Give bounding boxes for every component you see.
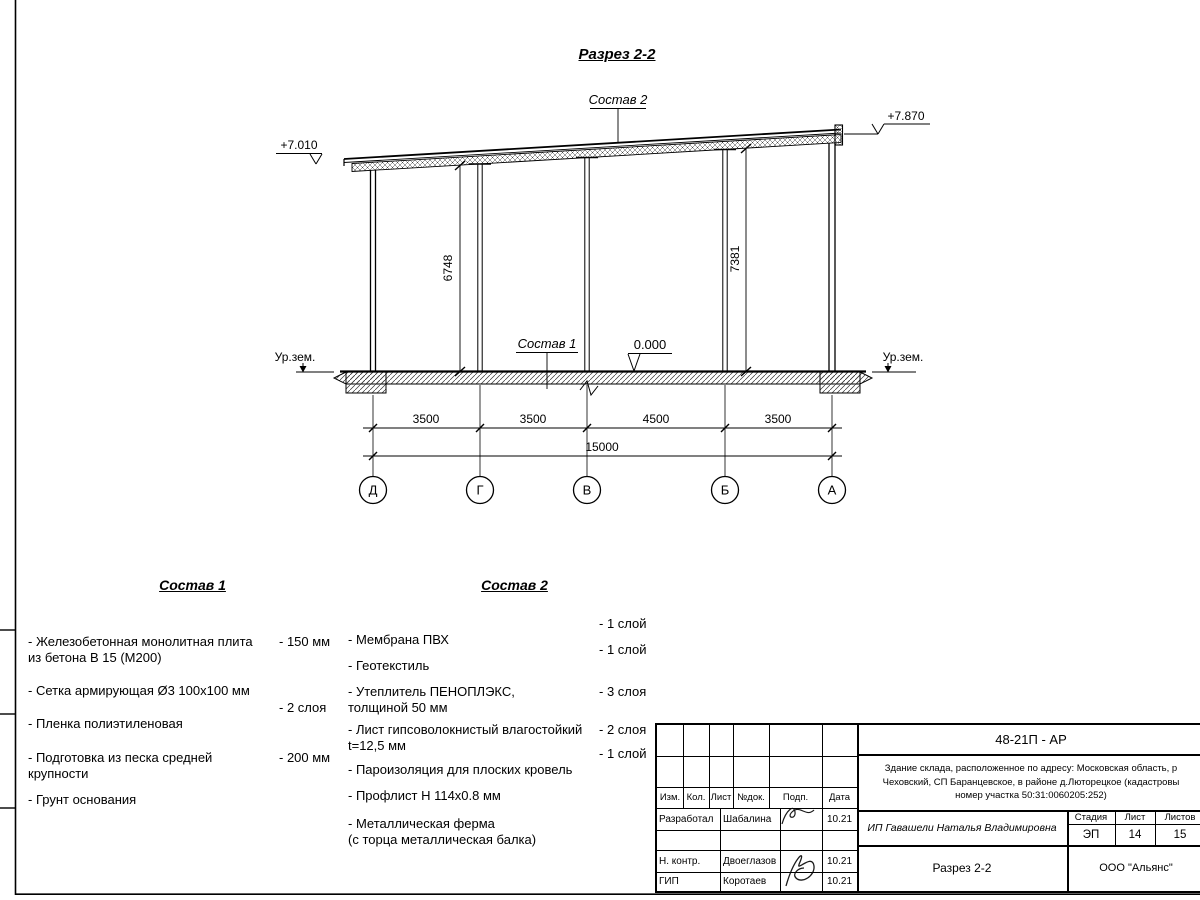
- list-item: - Подготовка из песка средней крупности …: [28, 734, 358, 798]
- dim-span-3: 4500: [643, 412, 670, 426]
- list-item-text: - Пленка полиэтиленовая: [28, 716, 183, 731]
- dim-height-left: 6748: [441, 254, 455, 281]
- ground-level-marks: Ур.зем. Ур.зем.: [275, 350, 924, 373]
- list-item-value: - 3 слоя: [599, 684, 647, 699]
- stage-label: Стадия: [1074, 811, 1108, 823]
- dim-span-4: 3500: [765, 412, 792, 426]
- dim-height-right: 7381: [728, 245, 742, 272]
- list-item-text: - Мембрана ПВХ: [348, 632, 449, 647]
- row-role: Н. контр.: [659, 855, 701, 867]
- description-line: Здание склада, расположенное по адресу: …: [884, 763, 1178, 775]
- col-ndok: №док.: [737, 792, 765, 803]
- signature-dvoeglazov-korotaev: [785, 855, 815, 887]
- row-role: Разработал: [659, 813, 714, 825]
- axis-label-b: Б: [721, 483, 730, 498]
- sheets-label: Листов: [1164, 811, 1196, 823]
- list-item-value: - 200 мм: [279, 750, 331, 765]
- list-item: - Утеплитель ПЕНОПЛЭКС, толщиной 50 мм -…: [348, 668, 678, 732]
- company-name: ООО "Альянс": [1099, 862, 1173, 874]
- ground-label-left: Ур.зем.: [275, 350, 316, 364]
- col-kol: Кол.: [686, 792, 706, 803]
- list-item-value: - 1 слой: [599, 616, 647, 631]
- list-item-text: - Геотекстиль: [348, 658, 430, 673]
- elevation-right-label: +7.870: [887, 109, 924, 123]
- sheet-value: 14: [1128, 828, 1142, 841]
- list-item-value: - 1 слой: [599, 746, 647, 761]
- col-list: Лист: [710, 792, 732, 803]
- callouts: Состав 2 Состав 1 0.000: [516, 92, 672, 389]
- stage-value: ЭП: [1082, 828, 1100, 841]
- list-item: - Профлист Н 114x0.8 мм: [348, 772, 678, 820]
- signatures: [781, 807, 815, 887]
- ground-label-right: Ур.зем.: [883, 350, 924, 364]
- list-item: - Пароизоляция для плоских кровель - 1 с…: [348, 746, 678, 794]
- axis-bubbles: Д Г В Б А: [358, 475, 847, 505]
- list-item-value: - 1 слой: [599, 642, 647, 657]
- elevation-left-label: +7.010: [280, 138, 317, 152]
- axis-label-v: В: [583, 483, 592, 498]
- elevation-zero-label: 0.000: [634, 337, 667, 352]
- project-description: Здание склада, расположенное по адресу: …: [859, 755, 1200, 810]
- title-block: 48-21П - АР Здание склада, расположенное…: [655, 723, 1200, 893]
- list-item-text: - Утеплитель ПЕНОПЛЭКС, толщиной 50 мм: [348, 684, 515, 715]
- list-item-text: - Металлическая ферма (с торца металличе…: [348, 816, 537, 847]
- list-item: - Лист гипсоволокнистый влагостойкий t=1…: [348, 706, 678, 770]
- list-item-value: - 150 мм: [279, 634, 331, 649]
- sostav2-title: Состав 2: [481, 577, 548, 593]
- row-date: 10.21: [826, 813, 853, 825]
- list-item: - Металлическая ферма (с торца металличе…: [348, 800, 678, 864]
- list-item-text: - Подготовка из песка средней крупности: [28, 750, 213, 781]
- drawing-name: Разрез 2-2: [932, 861, 992, 875]
- dim-total: 15000: [585, 440, 619, 454]
- row-role: ГИП: [659, 876, 679, 887]
- col-izm: Изм.: [659, 792, 681, 803]
- dim-span-2: 3500: [520, 412, 547, 426]
- roof: [343, 124, 844, 172]
- list-item: - Грунт основания: [28, 776, 358, 824]
- list-item-value: - 2 слоя: [599, 722, 647, 737]
- sheets-value: 15: [1173, 828, 1187, 841]
- row-name: Коротаев: [723, 876, 767, 887]
- list-item-text: - Пароизоляция для плоских кровель: [348, 762, 573, 777]
- vertical-dimensions: 6748 7381: [441, 143, 752, 377]
- list-item: - Железобетонная монолитная плита из бет…: [28, 618, 358, 682]
- list-item: - Геотекстиль - 1 слой: [348, 642, 678, 690]
- list-item-text: - Сетка армирующая Ø3 100x100 мм: [28, 683, 250, 698]
- list-item-text: - Профлист Н 114x0.8 мм: [348, 788, 501, 803]
- list-item-text: - Лист гипсоволокнистый влагостойкий t=1…: [348, 722, 583, 753]
- doc-code: 48-21П - АР: [995, 732, 1067, 747]
- axis-label-g: Г: [476, 483, 483, 498]
- sheet-label: Лист: [1124, 811, 1146, 823]
- section-title: Разрез 2-2: [578, 46, 656, 63]
- list-item-value: - 2 слоя: [279, 700, 327, 715]
- callout-sostav2: Состав 2: [589, 92, 648, 107]
- col-podp: Подп.: [782, 792, 809, 803]
- dim-span-1: 3500: [413, 412, 440, 426]
- list-item: - Сетка армирующая Ø3 100x100 мм: [28, 667, 358, 715]
- col-data: Дата: [828, 792, 851, 803]
- callout-sostav1: Состав 1: [518, 336, 577, 351]
- row-name: Двоеглазов: [723, 855, 777, 867]
- client-name: ИП Гавашели Наталья Владимировна: [867, 821, 1057, 834]
- floor-slab: [296, 370, 916, 397]
- elevation-marks: +7.010 +7.870: [276, 109, 930, 165]
- row-name: Шабалина: [723, 813, 772, 825]
- description-line: номер участка 50:31:0060205:252): [955, 790, 1107, 802]
- axis-label-d: Д: [369, 483, 378, 498]
- list-item-text: - Железобетонная монолитная плита из бет…: [28, 634, 253, 665]
- sostav1-title: Состав 1: [159, 577, 226, 593]
- signature-shabalina: [781, 807, 815, 825]
- row-date: 10.21: [826, 876, 853, 887]
- list-item: - Мембрана ПВХ - 1 слой: [348, 616, 678, 664]
- description-line: Чеховский, СП Баранцевское, в районе д.Л…: [882, 776, 1180, 788]
- list-item: - Пленка полиэтиленовая - 2 слоя: [28, 700, 358, 748]
- horizontal-dimensions: 3500 3500 4500 3500 15000: [363, 385, 842, 476]
- columns: [369, 143, 836, 372]
- row-date: 10.21: [826, 855, 853, 867]
- axis-label-a: А: [828, 483, 837, 498]
- list-item-text: - Грунт основания: [28, 792, 137, 807]
